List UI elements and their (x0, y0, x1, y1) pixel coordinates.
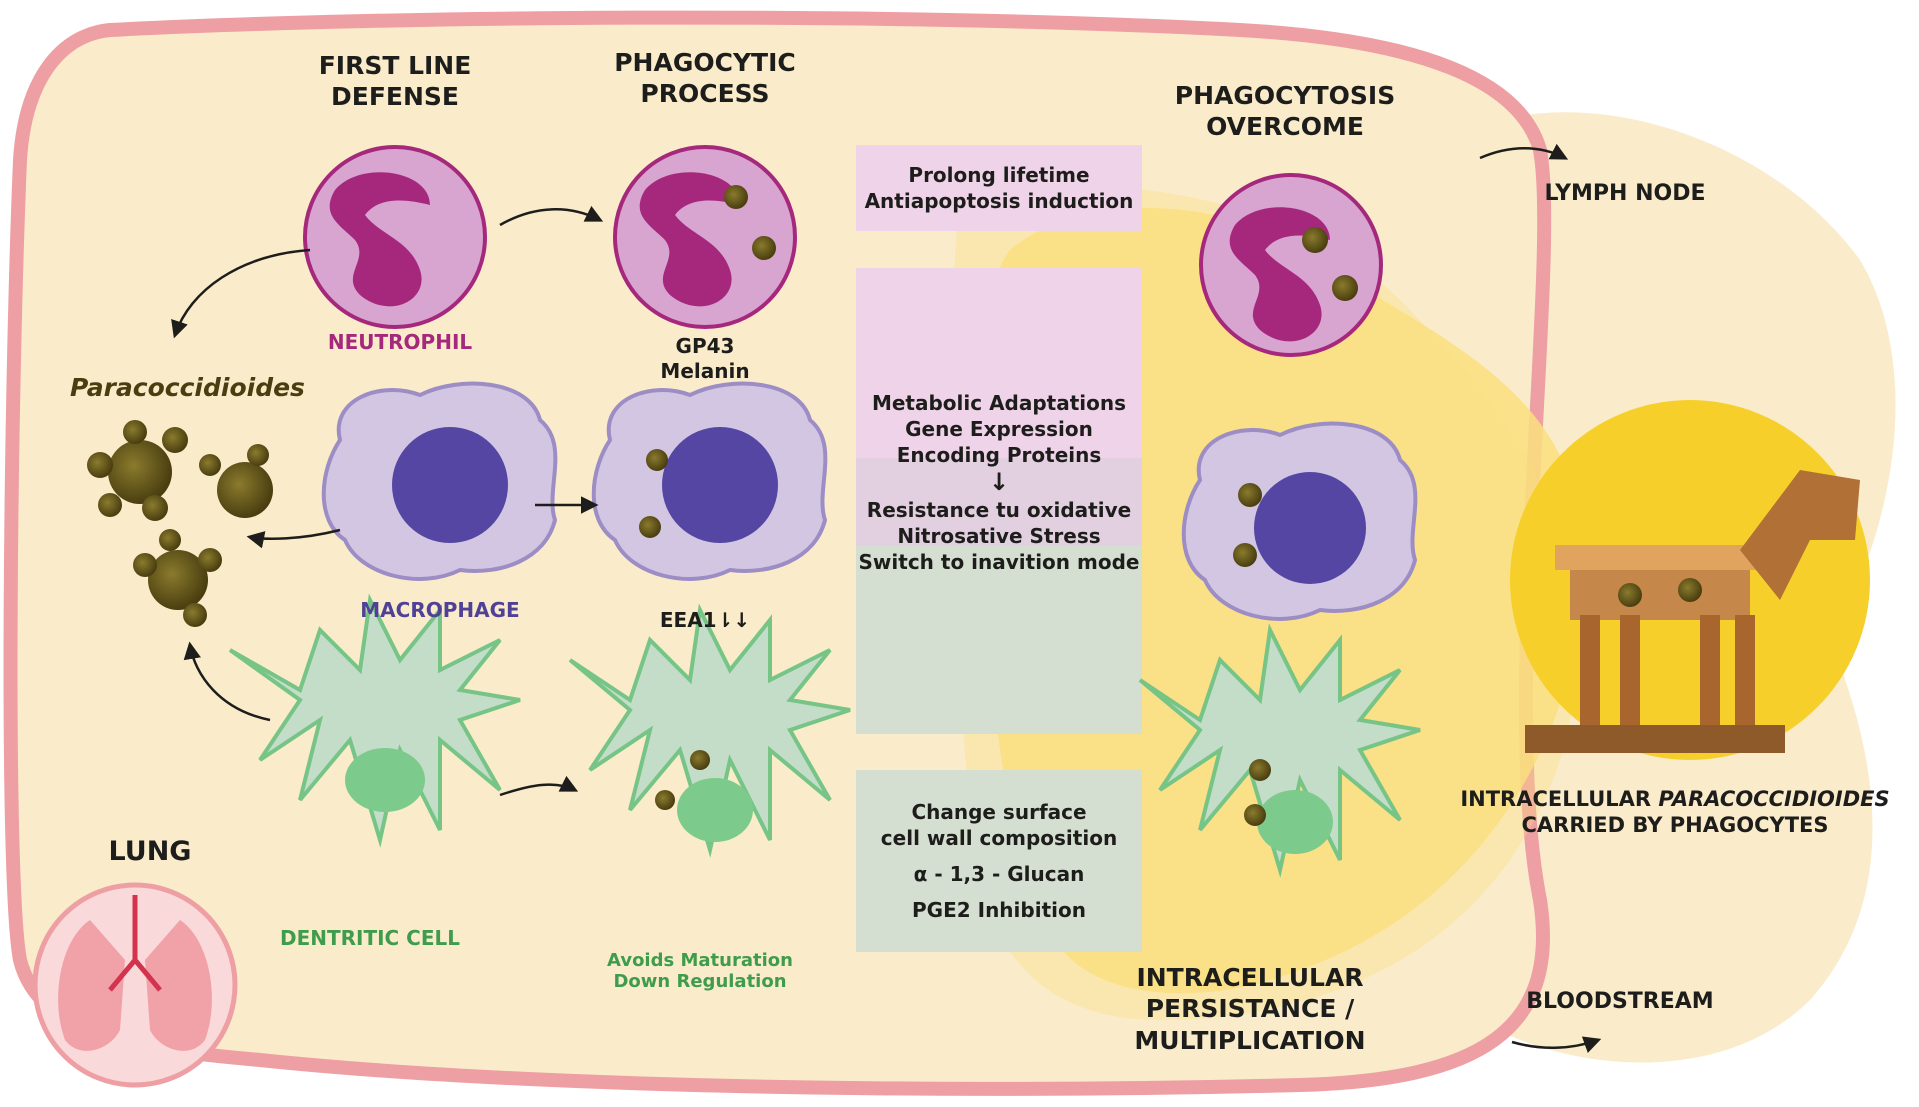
arrow-to-bloodstream (1511, 1036, 1602, 1053)
macrophage-infected-1 (591, 381, 828, 581)
header-overcome-2: OVERCOME (1206, 112, 1364, 142)
neutrophil-infected-1 (613, 145, 797, 329)
box1-line-2: Antiapoptosis induction (864, 189, 1134, 213)
box-metabolic-bottom (856, 546, 1142, 734)
box2-line-1: Metabolic Adaptations (871, 391, 1127, 415)
box3-line-2: cell wall composition (880, 826, 1118, 850)
box-surface (856, 770, 1142, 952)
neutrophil-infected-2 (1199, 173, 1383, 357)
macrophage-infected-2 (1181, 421, 1418, 621)
box2-line-4: Resistance tu oxidative (866, 497, 1132, 522)
arrow-dendritic-to-spores (183, 641, 271, 722)
dendritic-cell (228, 593, 521, 848)
box2-line-2: Gene Expression (905, 417, 1093, 441)
header-overcome-1: PHAGOCYTOSIS (1174, 81, 1396, 110)
intracellular-line-2: PERSISTANCE / MULTIPLICATION (1134, 994, 1366, 1055)
gp43-label: GP43 Melanin (620, 334, 790, 384)
header-overcome: PHAGOCYTOSIS OVERCOME (1150, 80, 1420, 143)
header-first-line-1: FIRST LINE (318, 51, 472, 80)
arrow-to-lymph-node (1479, 143, 1569, 160)
box-metabolic-top (856, 268, 1142, 458)
paracoccidioides-spores (87, 420, 273, 627)
box-metabolic-text: Metabolic Adaptations Gene Expression En… (856, 390, 1142, 610)
header-phagocytic-1: PHAGOCYTIC (614, 48, 796, 77)
macrophage-label: MACROPHAGE (360, 598, 520, 622)
lymph-node-label: LYMPH NODE (1544, 181, 1706, 206)
carried-line-1a: INTRACELLULAR (1460, 787, 1659, 811)
box-lifetime (856, 145, 1142, 231)
neutrophil-cell (303, 145, 487, 329)
arrow-neutrophil-to-process (499, 205, 604, 227)
melanin-text: Melanin (660, 359, 750, 383)
box2-line-3: Encoding Proteins (896, 443, 1102, 467)
box-metabolic-mid (856, 458, 1142, 546)
lung-label: LUNG (108, 836, 192, 867)
trojan-horse-illustration (1510, 400, 1870, 760)
intracellular-label: INTRACELLULAR PERSISTANCE / MULTIPLICATI… (1030, 962, 1470, 1056)
gp43-text: GP43 (675, 334, 735, 358)
eea1-label: EEA1⇂↓ (659, 608, 751, 632)
header-phagocytic: PHAGOCYTIC PROCESS (580, 47, 830, 110)
paracoccidioides-label: Paracoccidioides (70, 373, 305, 402)
box2-line-6: Switch to inavition mode (858, 549, 1140, 574)
box3-pge2: PGE2 Inhibition (912, 898, 1086, 922)
box-surface-text: Change surface cell wall composition α -… (856, 770, 1142, 952)
box2-down-arrow: ↓ (988, 468, 1010, 496)
dendritic-infected-2 (1138, 623, 1421, 878)
box-lifetime-text: Prolong lifetime Antiapoptosis induction (856, 145, 1142, 231)
box1-line-1: Prolong lifetime (908, 163, 1090, 187)
arrow-dendritic-to-process (499, 775, 579, 797)
avoids-label: Avoids Maturation Down Regulation (600, 950, 800, 992)
carried-label: INTRACELLULAR PARACOCCIDIOIDES CARRIED B… (1455, 786, 1895, 839)
header-first-line-2: DEFENSE (331, 82, 459, 112)
carried-line-1b: PARACOCCIDIOIDES (1658, 787, 1890, 811)
carried-line-2: CARRIED BY PHAGOCYTES (1521, 813, 1829, 838)
header-first-line: FIRST LINE DEFENSE (270, 50, 520, 113)
dendritic-label: DENTRITIC CELL (279, 926, 461, 950)
header-phagocytic-2: PROCESS (640, 79, 770, 109)
box3-glucan: α - 1,3 - Glucan (913, 862, 1085, 886)
intracellular-line-1: INTRACELLULAR (1136, 963, 1364, 992)
avoids-line-1: Avoids Maturation (607, 950, 793, 971)
dendritic-infected-1 (568, 603, 851, 858)
box3-line-1: Change surface (911, 800, 1087, 824)
carried-line-1: INTRACELLULAR PARACOCCIDIOIDES (1455, 786, 1895, 812)
box2-line-5: Nitrosative Stress (897, 523, 1101, 548)
arrows (171, 143, 1602, 1053)
lung-illustration (32, 882, 238, 1088)
avoids-line-2: Down Regulation (613, 971, 787, 992)
bloodstream-label: BLOODSTREAM (1526, 989, 1714, 1014)
arrow-macrophage-to-spores (246, 528, 341, 549)
macrophage-cell (321, 381, 558, 581)
neutrophil-label: NEUTROPHIL (327, 330, 473, 354)
arrow-neutrophil-to-spores (171, 248, 311, 339)
